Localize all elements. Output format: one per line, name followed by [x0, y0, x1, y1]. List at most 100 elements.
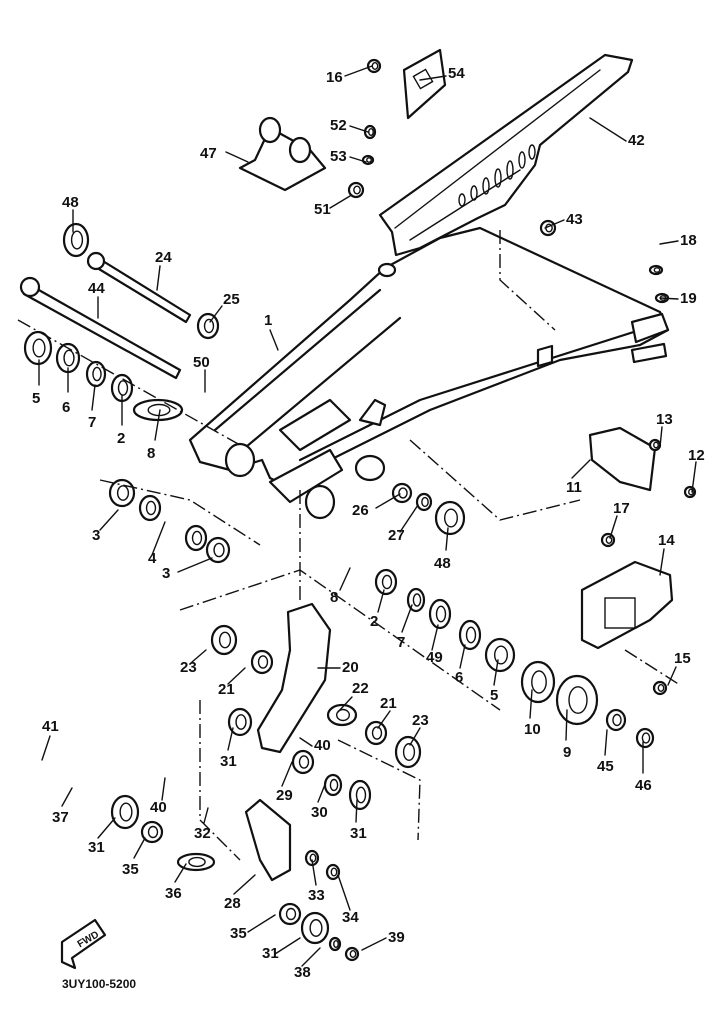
- bearing-washer-shape: [364, 720, 388, 746]
- bearing-washer-shape: [205, 536, 231, 564]
- part-number-label: 12: [688, 447, 705, 464]
- part-number-label: 40: [314, 737, 331, 754]
- leader-line: [609, 515, 618, 539]
- callout-3: 3: [162, 557, 213, 582]
- bearing-bore: [465, 626, 477, 644]
- callout-45: 45: [597, 729, 614, 775]
- callout-35: 35: [230, 914, 276, 942]
- callout-43: 43: [544, 211, 583, 229]
- bearing-washer-shape: [605, 708, 627, 732]
- part-number-label: 9: [563, 744, 571, 761]
- leader-line: [571, 459, 591, 479]
- part-number-label: 8: [330, 589, 338, 606]
- callout-31: 31: [88, 817, 116, 856]
- leader-line: [589, 117, 627, 142]
- part-number-label: 5: [32, 390, 40, 407]
- bearing-bore: [402, 743, 416, 761]
- leader-line: [659, 240, 679, 245]
- part-number-label: 41: [42, 718, 59, 735]
- leader-line: [431, 624, 439, 651]
- leader-line: [274, 937, 301, 955]
- bearing-washer-shape: [458, 619, 482, 651]
- forward-direction-arrow: FWD: [60, 918, 107, 970]
- bracket-plate: [402, 48, 447, 120]
- leader-line: [349, 125, 369, 133]
- callout-5: 5: [490, 659, 499, 704]
- leader-line: [154, 409, 161, 441]
- bearing-washer-shape: [227, 707, 253, 737]
- bearing-bore: [381, 574, 393, 590]
- leader-line: [299, 737, 313, 747]
- part-number-label: 2: [117, 430, 125, 447]
- part-number-label: 51: [314, 201, 331, 218]
- part-number-label: 16: [326, 69, 343, 86]
- callout-26: 26: [352, 493, 401, 519]
- bearing-bore: [188, 856, 206, 868]
- leader-line: [161, 777, 166, 801]
- bearing-bore: [494, 645, 509, 665]
- part-number-label: 30: [311, 804, 328, 821]
- leader-line: [493, 659, 499, 686]
- leader-line: [445, 527, 449, 551]
- callout-14: 14: [658, 532, 675, 576]
- leader-line: [659, 297, 679, 300]
- part-number-label: 34: [342, 909, 359, 926]
- bearing-washer-shape: [23, 330, 53, 366]
- callout-23: 23: [409, 712, 429, 746]
- part-number-label: 31: [88, 839, 105, 856]
- leader-line: [344, 65, 373, 77]
- callout-33: 33: [308, 859, 325, 904]
- bearing-bore: [147, 825, 159, 839]
- leader-line: [151, 521, 166, 556]
- part-number-label: 50: [193, 354, 210, 371]
- part-number-label: 7: [397, 634, 405, 651]
- part-number-label: 31: [262, 945, 279, 962]
- callout-23: 23: [180, 649, 207, 676]
- callout-28: 28: [224, 874, 256, 912]
- part-number-label: 48: [62, 194, 79, 211]
- leader-line: [337, 874, 351, 911]
- leader-line: [565, 709, 568, 741]
- bearing-bore: [145, 500, 157, 516]
- bearing-bore: [531, 670, 547, 694]
- part-number-label: 40: [150, 799, 167, 816]
- bearing-bore: [257, 655, 269, 669]
- part-number-label: 32: [194, 825, 211, 842]
- bearing-bore: [329, 778, 339, 792]
- part-number-label: 21: [380, 695, 397, 712]
- bearing-washer-shape: [176, 852, 216, 872]
- leader-line: [659, 548, 665, 576]
- part-number-label: 42: [628, 132, 645, 149]
- bearing-washer-shape: [250, 649, 274, 675]
- callout-29: 29: [276, 761, 293, 804]
- leader-line: [337, 696, 353, 713]
- part-number-label: 52: [330, 117, 347, 134]
- part-number-label: 31: [220, 753, 237, 770]
- part-number-label: 3: [162, 565, 170, 582]
- leader-line: [281, 761, 293, 787]
- callout-5: 5: [32, 359, 40, 407]
- callout-34: 34: [337, 874, 359, 926]
- callout-30: 30: [311, 781, 328, 821]
- chain-tensioner-plate: [580, 560, 674, 650]
- bearing-bore: [213, 542, 225, 558]
- leader-line: [659, 426, 663, 448]
- callout-47: 47: [200, 145, 249, 163]
- leader-line: [419, 75, 447, 81]
- callout-35: 35: [122, 837, 146, 878]
- part-number-label: 26: [352, 502, 369, 519]
- callout-22: 22: [337, 680, 369, 713]
- bearing-washer-shape: [184, 524, 208, 552]
- leader-line: [233, 874, 256, 895]
- bearing-bore: [330, 867, 338, 877]
- part-number-label: 10: [524, 721, 541, 738]
- relay-arm: [256, 602, 332, 754]
- leader-line: [667, 666, 677, 686]
- part-number-label: 31: [350, 825, 367, 842]
- bearing-bore: [353, 185, 361, 195]
- part-number-label: 23: [180, 659, 197, 676]
- leader-line: [377, 710, 391, 729]
- callout-9: 9: [563, 709, 571, 761]
